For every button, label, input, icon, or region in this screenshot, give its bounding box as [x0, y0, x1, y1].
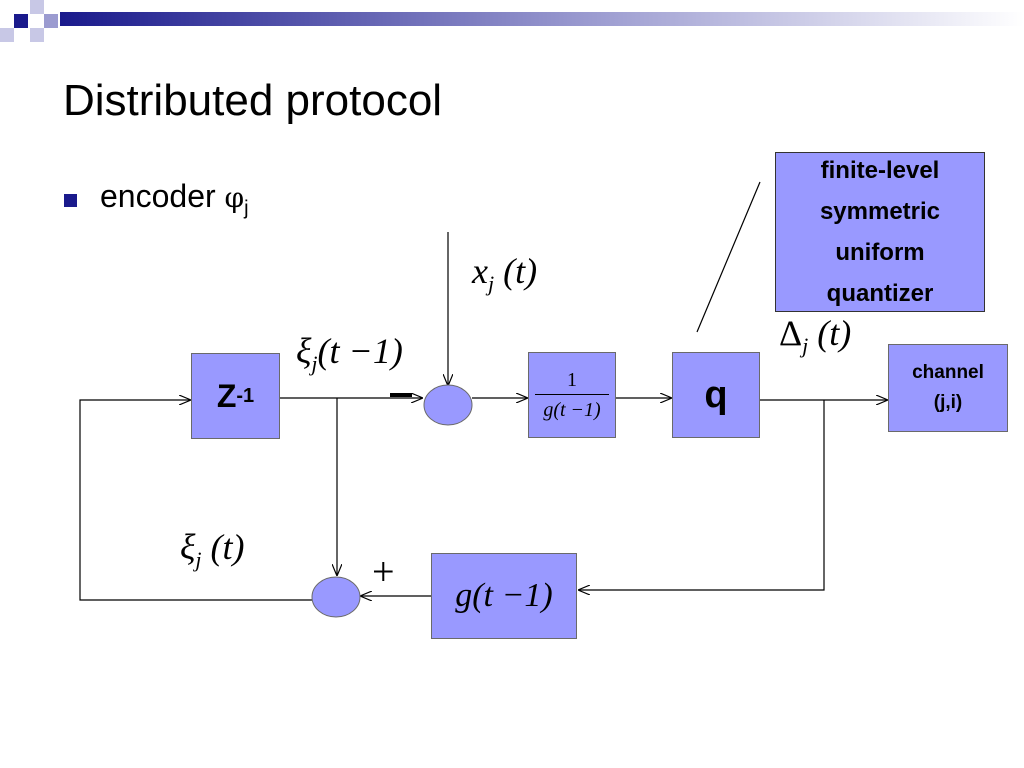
input-signal-label: xj (t) — [472, 250, 537, 297]
header-decoration — [0, 0, 1024, 42]
quantizer-note-line-2: symmetric — [819, 198, 941, 225]
scale-fraction: 1 g(t −1) — [535, 369, 609, 422]
input-sub: j — [487, 271, 495, 297]
channel-index: (j,i) — [933, 392, 963, 413]
minus-sign — [390, 393, 412, 397]
output-sub: j — [802, 333, 809, 359]
channel-label: channel — [912, 362, 984, 383]
state-base: ξ — [180, 527, 196, 567]
prev-state-arg: (t −1) — [317, 331, 403, 371]
fraction-bar — [535, 393, 609, 395]
quantizer-note-line-1: finite-level — [820, 157, 940, 184]
bullet-label: encoder — [100, 178, 225, 214]
quantizer-note: finite-level symmetric uniform quantizer — [775, 152, 985, 312]
quantizer-note-line-4: quantizer — [826, 280, 934, 307]
state-label: ξj (t) — [180, 526, 245, 573]
header-square-3 — [44, 14, 58, 28]
prev-state-sub: j — [311, 351, 318, 377]
state-sub: j — [195, 547, 202, 573]
bullet-square-icon — [64, 194, 77, 207]
output-base: Δ — [779, 313, 803, 353]
state-to-delay-arrow — [79, 400, 312, 601]
gain-block: g(t −1) — [431, 553, 577, 639]
input-arg: (t) — [494, 251, 538, 291]
prev-state-label: ξj(t −1) — [296, 330, 403, 377]
delay-exponent: -1 — [236, 384, 255, 407]
header-gradient-bar — [60, 12, 1024, 26]
header-square-1 — [14, 14, 28, 28]
output-signal-label: Δj (t) — [779, 312, 851, 359]
header-square-5 — [0, 28, 14, 42]
output-arg: (t) — [808, 313, 852, 353]
summing-junction-lower — [311, 576, 361, 618]
summing-junction-upper — [423, 384, 473, 426]
prev-state-base: ξ — [296, 331, 312, 371]
header-square-2 — [30, 0, 44, 14]
header-square-4 — [30, 28, 44, 42]
quantizer-note-line-3: uniform — [835, 239, 925, 266]
channel-block: channel (j,i) — [888, 344, 1008, 432]
phi-symbol: φ — [224, 181, 245, 214]
state-arg: (t) — [201, 527, 245, 567]
input-base: x — [472, 251, 488, 291]
slide-title: Distributed protocol — [63, 76, 443, 125]
bullet-encoder: encoder φj — [100, 178, 249, 220]
plus-sign: + — [372, 549, 395, 594]
delay-base: Z — [216, 377, 237, 414]
quantizer-callout-line — [696, 181, 761, 333]
feedback-to-gain-arrow — [579, 400, 825, 590]
phi-subscript: j — [244, 197, 249, 220]
scale-numerator: 1 — [567, 368, 577, 391]
quantizer-block: q — [672, 352, 760, 438]
scale-block: 1 g(t −1) — [528, 352, 616, 438]
delay-block: Z-1 — [191, 353, 280, 439]
scale-denominator: g(t −1) — [543, 398, 601, 421]
